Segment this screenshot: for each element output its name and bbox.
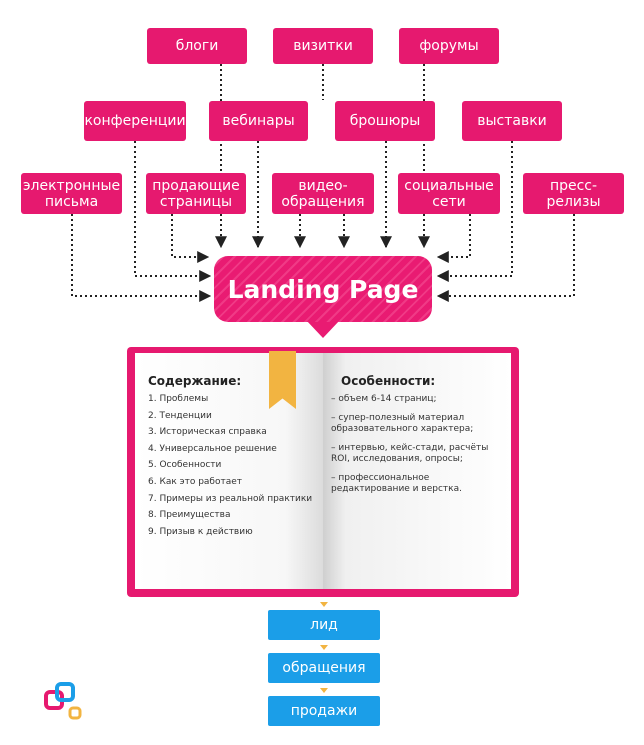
feature-item: – объем 6-14 страниц; bbox=[331, 394, 437, 404]
contents-item: 9. Призыв к действию bbox=[148, 526, 253, 537]
source-emails: электронные письма bbox=[21, 173, 122, 214]
contents-item: 5. Особенности bbox=[148, 460, 222, 471]
source-webinars: вебинары bbox=[209, 101, 308, 141]
funnel-sales: продажи bbox=[268, 696, 380, 726]
contents-item: 2. Тенденции bbox=[148, 410, 212, 421]
funnel-arrow-icon bbox=[320, 602, 328, 607]
features-list: – объем 6-14 страниц; – супер-полезный м… bbox=[331, 394, 506, 503]
book-page-right bbox=[323, 353, 511, 589]
feature-item: – профессиональное редактирование и верс… bbox=[331, 473, 462, 494]
feature-item: – супер-полезный материал образовательно… bbox=[331, 413, 474, 434]
contents-item: 7. Примеры из реальной практики bbox=[148, 493, 313, 504]
source-brochures: брошюры bbox=[335, 101, 435, 141]
source-blogs: блоги bbox=[147, 28, 247, 64]
source-exhibitions: выставки bbox=[462, 101, 562, 141]
contents-item: 1. Проблемы bbox=[148, 394, 209, 404]
arrow-press bbox=[436, 214, 575, 302]
arrow-sales-pages bbox=[171, 214, 210, 263]
brand-logo-icon bbox=[44, 682, 82, 720]
source-cards: визитки bbox=[273, 28, 373, 64]
contents-title: Содержание: bbox=[148, 374, 242, 388]
funnel-lead: лид bbox=[268, 610, 380, 640]
source-forums: форумы bbox=[399, 28, 499, 64]
contents-list: 1. Проблемы 2. Тенденции 3. Историческая… bbox=[148, 394, 318, 543]
source-video: видео- обращения bbox=[272, 173, 374, 214]
arrow-exhibitions bbox=[436, 141, 513, 282]
arrow-emails bbox=[71, 214, 212, 302]
landing-pointer bbox=[306, 320, 340, 338]
contents-item: 8. Преимущества bbox=[148, 510, 231, 521]
landing-page-label: Landing Page bbox=[227, 274, 419, 304]
source-press: пресс-релизы bbox=[523, 173, 624, 214]
landing-page-box: Landing Page bbox=[214, 256, 432, 322]
features-title: Особенности: bbox=[341, 374, 436, 388]
arrow-conferences bbox=[134, 141, 212, 282]
contents-item: 4. Универсальное решение bbox=[148, 443, 277, 454]
contents-item: 6. Как это работает bbox=[148, 476, 243, 487]
contents-item: 3. Историческая справка bbox=[148, 427, 267, 438]
funnel-arrow-icon bbox=[320, 645, 328, 650]
source-conferences: конференции bbox=[84, 101, 186, 141]
funnel-requests: обращения bbox=[268, 653, 380, 683]
source-social: социальные сети bbox=[398, 173, 500, 214]
funnel-arrow-icon bbox=[320, 688, 328, 693]
arrow-social bbox=[436, 214, 471, 263]
source-sales-pages: продающие страницы bbox=[146, 173, 246, 214]
feature-item: – интервью, кейс-стади, расчёты ROI, исс… bbox=[331, 443, 489, 464]
